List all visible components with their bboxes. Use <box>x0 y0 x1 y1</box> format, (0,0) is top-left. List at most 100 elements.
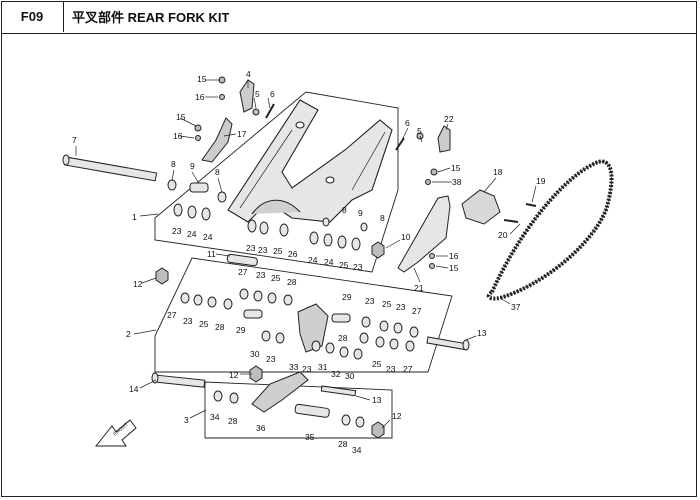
callout: 27 <box>403 364 413 374</box>
callout: 28 <box>338 333 348 343</box>
callout: 14 <box>129 384 139 394</box>
bolt-13 <box>426 336 470 351</box>
callout: 30 <box>345 371 355 381</box>
title-bar: F09 平叉部件 REAR FORK KIT <box>1 1 697 34</box>
swingarm <box>227 99 393 223</box>
callout: 27 <box>238 267 248 277</box>
callout: 28 <box>228 416 238 426</box>
callout: 28 <box>338 439 348 449</box>
callout: 8 <box>342 205 347 215</box>
callout: 12 <box>229 370 239 380</box>
group-1-outline <box>154 91 399 273</box>
callout: 25 <box>382 299 392 309</box>
callout: 26 <box>288 249 298 259</box>
callout: 8 <box>380 213 385 223</box>
link-33 <box>297 303 329 353</box>
bracket-17 <box>201 117 233 163</box>
axle-14 <box>151 372 206 388</box>
callout: 8 <box>171 159 176 169</box>
bolt-13-lower <box>320 385 357 397</box>
callout: 25 <box>339 260 349 270</box>
front-direction-arrow: FRONT <box>94 419 137 447</box>
callout: 25 <box>199 319 209 329</box>
callout: 23 <box>183 316 193 326</box>
callout: 23 <box>386 364 396 374</box>
callout: 16 <box>195 92 205 102</box>
chain-guide-21 <box>397 195 451 273</box>
callout: 19 <box>536 176 546 186</box>
callout: 6 <box>405 118 410 128</box>
callout: 4 <box>246 69 251 79</box>
hardware <box>155 76 537 439</box>
callout: 3 <box>184 415 189 425</box>
callout: 24 <box>308 255 318 265</box>
callout: 8 <box>215 167 220 177</box>
leader-lines <box>75 79 537 429</box>
group-3-outline <box>204 381 393 439</box>
callout: 20 <box>498 230 508 240</box>
callout: 38 <box>452 177 462 187</box>
callout: 34 <box>352 445 362 455</box>
callout-labels: 15 4 16 5 6 7 15 16 17 22 6 5 8 9 8 15 3… <box>72 69 546 455</box>
callout: 23 <box>365 296 375 306</box>
callout: 23 <box>396 302 406 312</box>
callout: 9 <box>190 161 195 171</box>
chain-slider-18 <box>461 189 501 225</box>
callout: 30 <box>250 349 260 359</box>
callout: 17 <box>237 129 247 139</box>
callout: 15 <box>197 74 207 84</box>
callout: 12 <box>392 411 402 421</box>
callout: 36 <box>256 423 266 433</box>
callout: 23 <box>353 262 363 272</box>
callout: 22 <box>444 114 454 124</box>
callout: 25 <box>273 246 283 256</box>
callout: 24 <box>324 257 334 267</box>
callout: 23 <box>172 226 182 236</box>
callout: 25 <box>271 273 281 283</box>
group-2-outline <box>154 257 453 373</box>
callout: 23 <box>266 354 276 364</box>
pin-11 <box>226 253 258 267</box>
callout: 23 <box>256 270 266 280</box>
callout: 28 <box>215 322 225 332</box>
figure-title: 平叉部件 REAR FORK KIT <box>72 10 230 25</box>
callout: 34 <box>210 412 220 422</box>
callout: 24 <box>187 229 197 239</box>
bearings <box>167 179 419 428</box>
callout: 16 <box>173 131 183 141</box>
bracket-4 <box>239 79 255 113</box>
callout: 7 <box>72 135 77 145</box>
callout: 23 <box>302 364 312 374</box>
callout: 23 <box>258 245 268 255</box>
callout: 5 <box>417 126 422 136</box>
callout: 23 <box>246 243 256 253</box>
callout: 10 <box>401 232 411 242</box>
callout: 15 <box>451 163 461 173</box>
callout: 15 <box>176 112 186 122</box>
callout: 35 <box>305 432 315 442</box>
callout: 37 <box>511 302 521 312</box>
sleeve-35 <box>294 403 330 418</box>
callout: 32 <box>331 369 341 379</box>
callout: 28 <box>287 277 297 287</box>
callout: 27 <box>412 306 422 316</box>
callout: 27 <box>167 310 177 320</box>
callout: 9 <box>358 208 363 218</box>
axle-7 <box>62 154 158 182</box>
callout: 13 <box>477 328 487 338</box>
callout: 29 <box>236 325 246 335</box>
callout: 25 <box>372 359 382 369</box>
callout: 6 <box>270 89 275 99</box>
callout: 12 <box>133 279 143 289</box>
callout: 31 <box>318 362 328 372</box>
chain-37 <box>486 159 614 301</box>
callout: 13 <box>372 395 382 405</box>
callout: 15 <box>449 263 459 273</box>
bracket-22 <box>437 125 451 153</box>
figure-code: F09 <box>1 1 64 32</box>
link-36 <box>251 371 309 413</box>
callout: 29 <box>342 292 352 302</box>
